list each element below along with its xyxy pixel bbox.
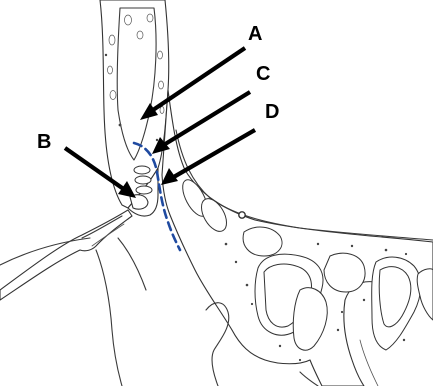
label-c: C — [256, 63, 270, 85]
left-lower-plate — [0, 210, 132, 300]
label-a: A — [248, 23, 262, 45]
ethmoid-bone-mass — [162, 90, 433, 386]
label-d: D — [265, 101, 279, 123]
label-b: B — [37, 131, 51, 153]
